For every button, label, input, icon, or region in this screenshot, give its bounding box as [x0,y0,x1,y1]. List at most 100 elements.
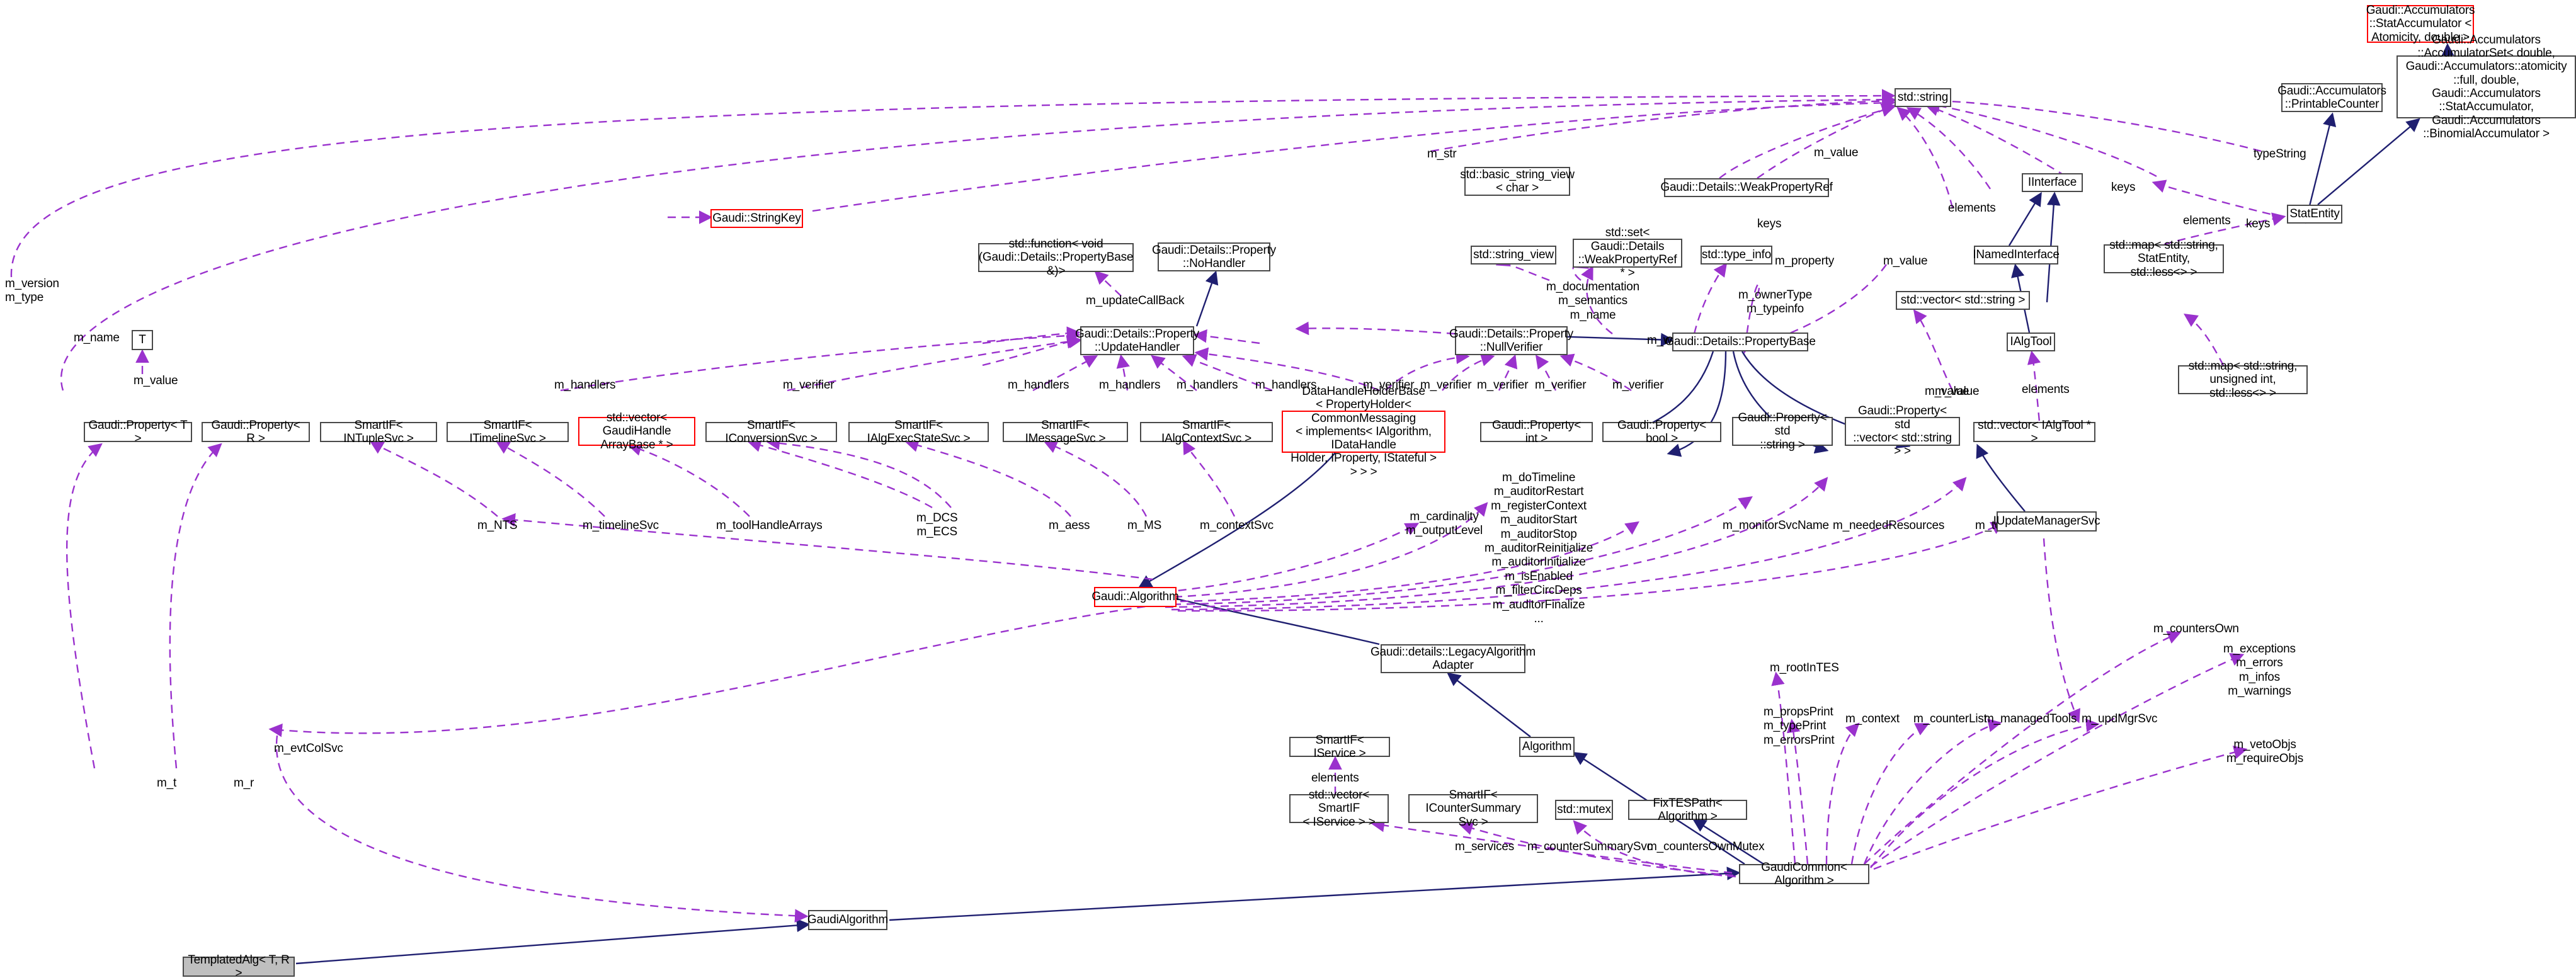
edge-label: m_evtColSvc [274,742,343,755]
edge-label: m_counterSummarySvc [1527,840,1653,853]
edge-label: m_verifier [1535,378,1587,392]
edge-label: m_value [1814,146,1859,159]
edge-label: elements [2183,214,2231,227]
class-node-nullverifier[interactable]: Gaudi::Details::Property ::NullVerifier [1449,326,1573,355]
class-node-typeinfo[interactable]: std::type_info [1701,246,1772,264]
class-node-basicstrview[interactable]: std::basic_string_view < char > [1460,167,1575,196]
edge-label: m_property [1775,254,1835,268]
edge-label: m_vetoObjs m_requireObjs [2226,738,2304,766]
class-node-ialgtool[interactable]: IAlgTool [2007,333,2055,351]
edge-label: m_handlers [1099,378,1161,392]
edge-label: m_exceptions m_errors m_infos m_warnings [2223,642,2296,698]
class-node-propvecstr[interactable]: Gaudi::Property< std ::vector< std::stri… [1845,404,1960,458]
edge-label: m_countersOwnMutex [1647,840,1765,853]
edge-label: m_propsPrint m_typePrint m_errorsPrint [1764,705,1835,747]
edge-label: m_str [1427,147,1457,161]
class-node-propertybase[interactable]: Gaudi::Details::PropertyBase [1665,333,1816,351]
class-node-weakpropref[interactable]: Gaudi::Details::WeakPropertyRef [1660,178,1833,197]
class-node-vecstring[interactable]: std::vector< std::string > [1896,291,2030,310]
edge-label: keys [2246,217,2271,230]
edge-label: m_neededResources [1833,519,1945,532]
edge-label: m_handlers [1008,378,1069,392]
class-node-propint[interactable]: Gaudi::Property< int > [1480,419,1593,445]
class-node-vecsifis[interactable]: std::vector< SmartIF < IService > > [1289,788,1389,829]
class-node-propbool[interactable]: Gaudi::Property< bool > [1602,419,1721,445]
class-node-propR[interactable]: Gaudi::Property< R > [202,419,310,445]
class-node-siftimeline[interactable]: SmartIF< ITimelineSvc > [447,419,569,445]
edge-label: m_NTS [477,519,518,532]
edge-label: m_value [1935,385,1980,398]
class-node-propT[interactable]: Gaudi::Property< T > [84,419,192,445]
class-node-dhhb[interactable]: DataHandleHolderBase < PropertyHolder< C… [1282,385,1445,479]
class-node-iupdmgr[interactable]: IUpdateManagerSvc [1993,511,2100,532]
class-node-sifalgexec[interactable]: SmartIF< IAlgExecStateSvc > [848,419,989,445]
edge-label: m_cardinality m_outputLevel [1406,510,1483,538]
edge-label: m_context [1845,712,1900,725]
class-node-gaudialg[interactable]: GaudiAlgorithm [807,910,888,930]
class-node-propstr[interactable]: Gaudi::Property< std ::string > [1732,411,1833,452]
edge-label: elements [1311,771,1359,785]
edge-label: keys [1757,217,1782,230]
edge-label: m_contextSvc [1200,519,1274,532]
class-node-tnode[interactable]: T [132,330,153,350]
edge-label: m_version m_type [5,277,59,305]
class-node-mapuint[interactable]: std::map< std::string, unsigned int, std… [2178,360,2308,400]
edge-label: elements [1948,202,1996,215]
edge-label: m_countersOwn [2153,622,2239,635]
class-node-updhandler[interactable]: Gaudi::Details::Property ::UpdateHandler [1075,326,1199,355]
class-node-templatedalg[interactable]: TemplatedAlg< T, R > [183,953,295,978]
class-node-algorithm[interactable]: Algorithm [1519,737,1575,757]
edge-label: keys [2111,181,2136,194]
edge-label: m_t [157,776,177,790]
class-node-stdmutex[interactable]: std::mutex [1555,800,1613,820]
edge-label: m_verifier [783,378,835,392]
class-node-algorithm_g[interactable]: Gaudi::Algorithm [1091,587,1179,607]
edge-label: m_doTimeline m_auditorRestart m_register… [1485,471,1593,626]
class-node-sifcsum[interactable]: SmartIF< ICounterSummary Svc > [1408,788,1538,829]
class-node-vecghab[interactable]: std::vector< GaudiHandle ArrayBase * > [578,411,695,452]
edge-label: m_updMgrSvc [2082,712,2158,725]
edge-label: m_value [134,374,178,387]
edge-label: m_documentation m_semantics m_name [1546,280,1640,322]
class-node-gaudicommon[interactable]: GaudiCommon< Algorithm > [1739,861,1869,887]
class-node-stdfunction[interactable]: std::function< void (Gaudi::Details::Pro… [978,237,1134,278]
class-node-printable[interactable]: Gaudi::Accumulators ::PrintableCounter [2277,83,2386,112]
edge-label: typeString [2254,147,2306,161]
edge-label: m_handlers [1177,378,1238,392]
class-node-strview[interactable]: std::string_view [1471,246,1556,264]
class-node-sifalgctx[interactable]: SmartIF< IAlgContextSvc > [1140,419,1273,445]
edge-label: m_timelineSvc [583,519,659,532]
class-node-fixtespath[interactable]: FixTESPath< Algorithm > [1628,797,1747,823]
edge-label: m_MS [1127,519,1162,532]
edge-label: m_DCS m_ECS [916,511,958,539]
edge-label: m_updateCallBack [1086,294,1185,307]
class-node-sifiservice[interactable]: SmartIF< IService > [1289,734,1390,760]
class-node-stringkey[interactable]: Gaudi::StringKey [710,209,803,228]
edge-label: m_value [1883,254,1928,268]
class-node-sifntuple[interactable]: SmartIF< INTupleSvc > [320,419,437,445]
edge-label: m_r [234,776,254,790]
edge-label: m_ownerType m_typeinfo [1738,288,1813,316]
class-node-statentity_r[interactable]: StatEntity [2287,205,2342,224]
class-node-sifmessage[interactable]: SmartIF< IMessageSvc > [1003,419,1128,445]
edge-label: m_counterList [1913,712,1987,725]
class-node-nohandler[interactable]: Gaudi::Details::Property ::NoHandler [1152,242,1276,271]
edge-label: m_name [74,331,120,344]
class-node-setweak[interactable]: std::set< Gaudi::Details ::WeakPropertyR… [1573,226,1682,280]
edge-label: m_toolHandleArrays [716,519,823,532]
class-node-accset[interactable]: Gaudi::Accumulators ::AccumulatorSet< do… [2396,33,2576,140]
edge-label: m_services [1455,840,1515,853]
edge-label: m_managedTools [1984,712,2077,725]
edge-label: m_rootInTES [1770,661,1839,674]
class-node-legacyad[interactable]: Gaudi::details::LegacyAlgorithm Adapter [1370,644,1536,673]
class-node-statacc[interactable]: Gaudi::Accumulators ::StatAccumulator < … [2366,4,2475,44]
class-node-stdstring[interactable]: std::string [1895,88,1951,107]
class-node-inamedif[interactable]: INamedInterface [1973,246,2060,264]
class-node-sificonv[interactable]: SmartIF< IConversionSvc > [705,419,837,445]
class-node-mapstatentity[interactable]: std::map< std::string, StatEntity, std::… [2104,239,2224,279]
class-node-vecialgtool[interactable]: std::vector< IAlgTool * > [1973,419,2095,445]
edge-label: m_verifier [1477,378,1529,392]
class-node-iface[interactable]: IInterface [2022,173,2083,192]
